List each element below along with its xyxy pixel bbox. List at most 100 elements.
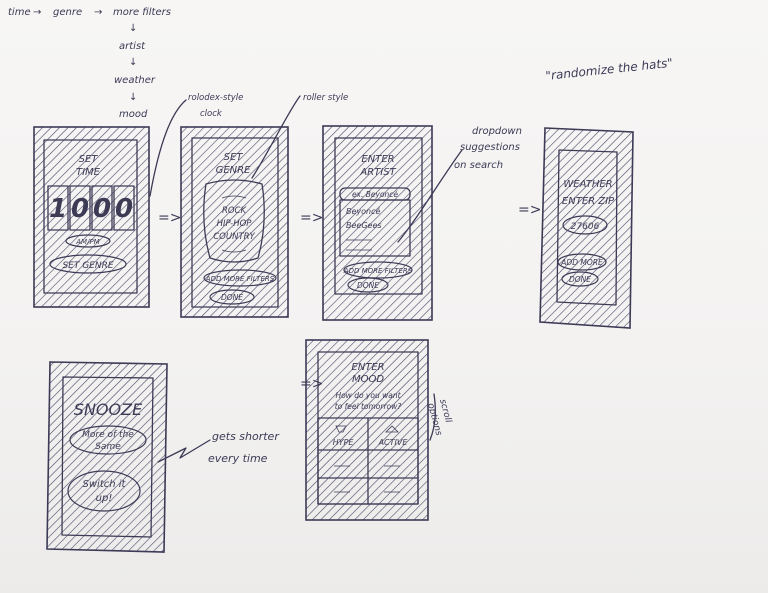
screen-title: MOOD	[352, 374, 384, 385]
svg-text:dropdown: dropdown	[472, 126, 522, 137]
svg-text:clock: clock	[200, 109, 223, 119]
mood-grid: HYPE ACTIVE	[317, 417, 419, 505]
screen-panel	[43, 139, 138, 294]
arrow-icon: =>	[300, 210, 323, 226]
screen-set-time: SET TIME 1 0 0 0 AM/PM SET GENRE	[33, 126, 150, 308]
genre-roller[interactable]	[203, 179, 265, 263]
add-more-button[interactable]	[557, 253, 607, 271]
svg-text:rolodex-style: rolodex-style	[188, 93, 243, 103]
clock-digit: 0	[93, 194, 111, 224]
svg-text:↓: ↓	[129, 23, 137, 34]
done-button[interactable]	[209, 289, 255, 305]
set-genre-button[interactable]	[49, 254, 127, 274]
artist-search-value: ex. Beyoncé	[352, 190, 398, 199]
screen-panel	[61, 376, 154, 538]
suggestion-item[interactable]: BeeGees	[346, 221, 382, 230]
switch-label: up!	[96, 493, 113, 504]
svg-text:suggestions: suggestions	[460, 142, 520, 153]
screen-panel	[334, 137, 423, 295]
done-button[interactable]	[561, 271, 599, 287]
clock-digit-wheel[interactable]	[91, 185, 113, 231]
arrow-icon: =>	[518, 202, 541, 218]
clock-digit: 0	[115, 194, 133, 224]
rolodex-clock[interactable]: 1 0 0 0	[47, 185, 135, 231]
suggestions-dropdown	[339, 199, 411, 257]
flow-time: time	[8, 7, 31, 18]
add-more-filters-label: ADD MORE FILTERS	[343, 267, 413, 275]
note-scroll: scroll options	[425, 393, 453, 441]
svg-text:→: →	[94, 7, 102, 18]
screen-title: ARTIST	[359, 167, 396, 178]
svg-text:gets shorter: gets shorter	[212, 430, 280, 443]
screen-set-genre: SET GENRE ROCK HIP-HOP COUNTRY ADD MORE …	[180, 126, 289, 318]
clock-digit-wheel[interactable]	[47, 185, 69, 231]
clock-digit-wheel[interactable]	[69, 185, 91, 231]
svg-text:roller style: roller style	[303, 93, 348, 103]
flow-weather: weather	[114, 75, 156, 86]
svg-text:→: →	[33, 7, 41, 18]
screen-title: ENTER	[351, 362, 384, 373]
more-of-the-same-button[interactable]	[69, 425, 147, 455]
note-gets-shorter: gets shorter every time	[157, 430, 280, 465]
arrow-icon: =>	[158, 210, 181, 226]
add-more-filters-button[interactable]	[203, 269, 277, 287]
zip-value: 27606	[571, 222, 600, 232]
flow-artist: artist	[119, 41, 146, 52]
screen-title: ENTER	[361, 154, 394, 165]
flow-notes: time → genre → more filters ↓ artist ↓ w…	[8, 7, 171, 120]
flow-mood: mood	[119, 109, 148, 120]
flow-genre: genre	[53, 7, 82, 18]
flow-more-filters: more filters	[113, 7, 171, 18]
add-more-filters-label: ADD MORE FILTERS	[205, 275, 275, 283]
ampm-label: AM/PM	[75, 238, 99, 246]
note-randomize: "randomize the hats"	[545, 56, 674, 83]
leader-line	[149, 99, 187, 197]
screen-title: TIME	[76, 167, 101, 178]
clock-digit: 1	[49, 194, 67, 224]
add-more-filters-button[interactable]	[343, 261, 413, 279]
screen-enter-mood: ENTER MOOD How do you want to feel tomor…	[305, 339, 429, 521]
screen-title: SET	[79, 154, 99, 165]
svg-text:↓: ↓	[129, 92, 137, 103]
screen-enter-artist: ENTER ARTIST ex. Beyoncé Beyoncé BeeGees…	[322, 125, 433, 321]
screen-weather: WEATHER ENTER ZIP 27606 ADD MORE DONE	[539, 127, 634, 329]
active-icon	[385, 425, 399, 433]
more-label: Same	[95, 442, 121, 452]
zigzag-icon	[157, 439, 211, 463]
screen-title: SNOOZE	[74, 400, 143, 419]
bracket-icon	[429, 393, 436, 441]
zip-input[interactable]	[562, 215, 608, 235]
switch-label: Switch it	[83, 479, 127, 490]
screen-title: SET	[224, 152, 244, 163]
clock-digit-wheel[interactable]	[113, 185, 135, 231]
svg-text:↓: ↓	[129, 57, 137, 68]
screen-panel	[191, 137, 279, 308]
mood-label: HYPE	[333, 438, 355, 447]
screen-title: ENTER ZIP	[562, 196, 615, 207]
more-label: More of the	[82, 430, 134, 440]
clock-digit: 0	[71, 194, 89, 224]
svg-text:every time: every time	[208, 452, 268, 465]
mood-tile-hype[interactable]: HYPE	[319, 419, 367, 449]
hype-icon	[335, 425, 347, 433]
note-rolodex: rolodex-style clock	[149, 93, 243, 197]
genre-option[interactable]: HIP-HOP	[217, 219, 253, 229]
screen-title: GENRE	[216, 165, 251, 176]
ampm-toggle[interactable]	[65, 234, 111, 248]
set-genre-label: SET GENRE	[62, 261, 113, 271]
mood-tile-active[interactable]: ACTIVE	[369, 419, 417, 449]
switch-it-up-button[interactable]	[67, 470, 141, 512]
mood-question: How do you want	[335, 391, 401, 400]
suggestion-item[interactable]: Beyoncé	[346, 206, 381, 216]
genre-option[interactable]: ROCK	[222, 206, 248, 216]
screen-panel	[556, 149, 618, 306]
mood-placeholder-lines	[334, 465, 400, 493]
mood-label: ACTIVE	[378, 438, 409, 447]
done-label: DONE	[221, 293, 243, 302]
screen-snooze: SNOOZE More of the Same Switch it up!	[46, 361, 168, 553]
done-button[interactable]	[347, 277, 389, 293]
genre-option[interactable]: COUNTRY	[213, 232, 255, 242]
add-more-label: ADD MORE	[560, 258, 603, 267]
screen-title: WEATHER	[563, 179, 612, 190]
